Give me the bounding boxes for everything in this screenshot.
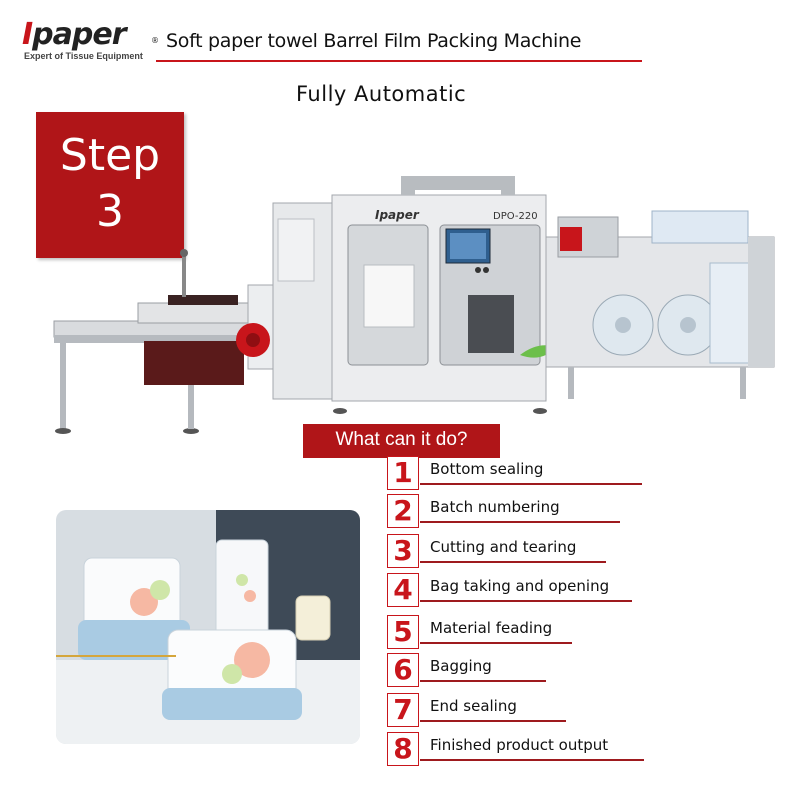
feature-item: 1 Bottom sealing [386,456,686,490]
registered-mark: ® [151,36,159,45]
brand-tagline: Expert of Tissue Equipment [24,51,143,61]
feature-number: 7 [393,693,413,726]
brand-logo-name: paper [32,17,126,52]
machine-brand-label: Ipaper [375,208,420,222]
feature-number: 1 [393,456,413,489]
tissue-pack [162,629,302,720]
step-word: Step [59,130,161,181]
feature-number-box: 8 [387,732,419,766]
tissue-pack [78,557,190,660]
feature-number-box: 6 [387,653,419,687]
feature-number: 4 [393,573,413,606]
feature-item: 6 Bagging [386,653,686,687]
feature-list: 1 Bottom sealing 2 Batch numbering 3 Cut… [386,456,686,766]
feature-number-box: 3 [387,534,419,568]
feature-underline [420,561,606,563]
feature-underline [420,521,620,523]
film-wrapping-unit [545,210,775,399]
step-badge: Step 3 [36,112,184,258]
candle-jar [295,595,331,641]
feature-label: Material feading [430,619,553,637]
feature-number-box: 2 [387,494,419,528]
feature-number: 8 [393,732,413,765]
feature-item: 7 End sealing [386,693,686,727]
title-underline [156,60,642,62]
packing-machine-image: Ipaper DPO-220 [53,176,775,434]
feature-number-box: 7 [387,693,419,727]
product-photo [56,510,360,744]
feature-number: 2 [393,494,413,527]
feature-label: Cutting and tearing [430,538,577,556]
step-number: 3 [96,186,124,237]
feature-item: 8 Finished product output [386,732,686,766]
feature-item: 4 Bag taking and opening [386,573,686,607]
feature-item: 5 Material feading [386,615,686,649]
machine-model-label: DPO-220 [493,211,538,222]
feature-item: 2 Batch numbering [386,494,686,528]
brand-logo-mark: Ipaper [22,17,127,52]
brand-logo: Ipaper ® Expert of Tissue Equipment [22,18,162,64]
main-cabinet: Ipaper DPO-220 [272,194,556,414]
features-heading: What can it do? [335,429,468,450]
page-subtitle: Fully Automatic [296,82,467,106]
feature-underline [420,642,572,644]
feature-underline [420,759,644,761]
feature-number: 3 [393,534,413,567]
feature-label: Finished product output [430,736,609,754]
feature-label: Bagging [430,657,492,675]
feature-underline [420,720,566,722]
feature-label: End sealing [430,697,517,715]
feature-underline [420,483,642,485]
feature-number-box: 5 [387,615,419,649]
feature-label: Bag taking and opening [430,577,610,595]
brand-logo-initial: I [22,17,33,52]
feature-number: 6 [393,653,413,686]
features-heading-banner: What can it do? [303,424,500,458]
feature-label: Bottom sealing [430,460,544,478]
feature-number: 5 [393,615,413,648]
page-title: Soft paper towel Barrel Film Packing Mac… [166,30,582,52]
feature-number-box: 4 [387,573,419,607]
feature-item: 3 Cutting and tearing [386,534,686,568]
feature-number-box: 1 [387,456,419,490]
feature-underline [420,600,632,602]
feature-underline [420,680,546,682]
feature-label: Batch numbering [430,498,560,516]
